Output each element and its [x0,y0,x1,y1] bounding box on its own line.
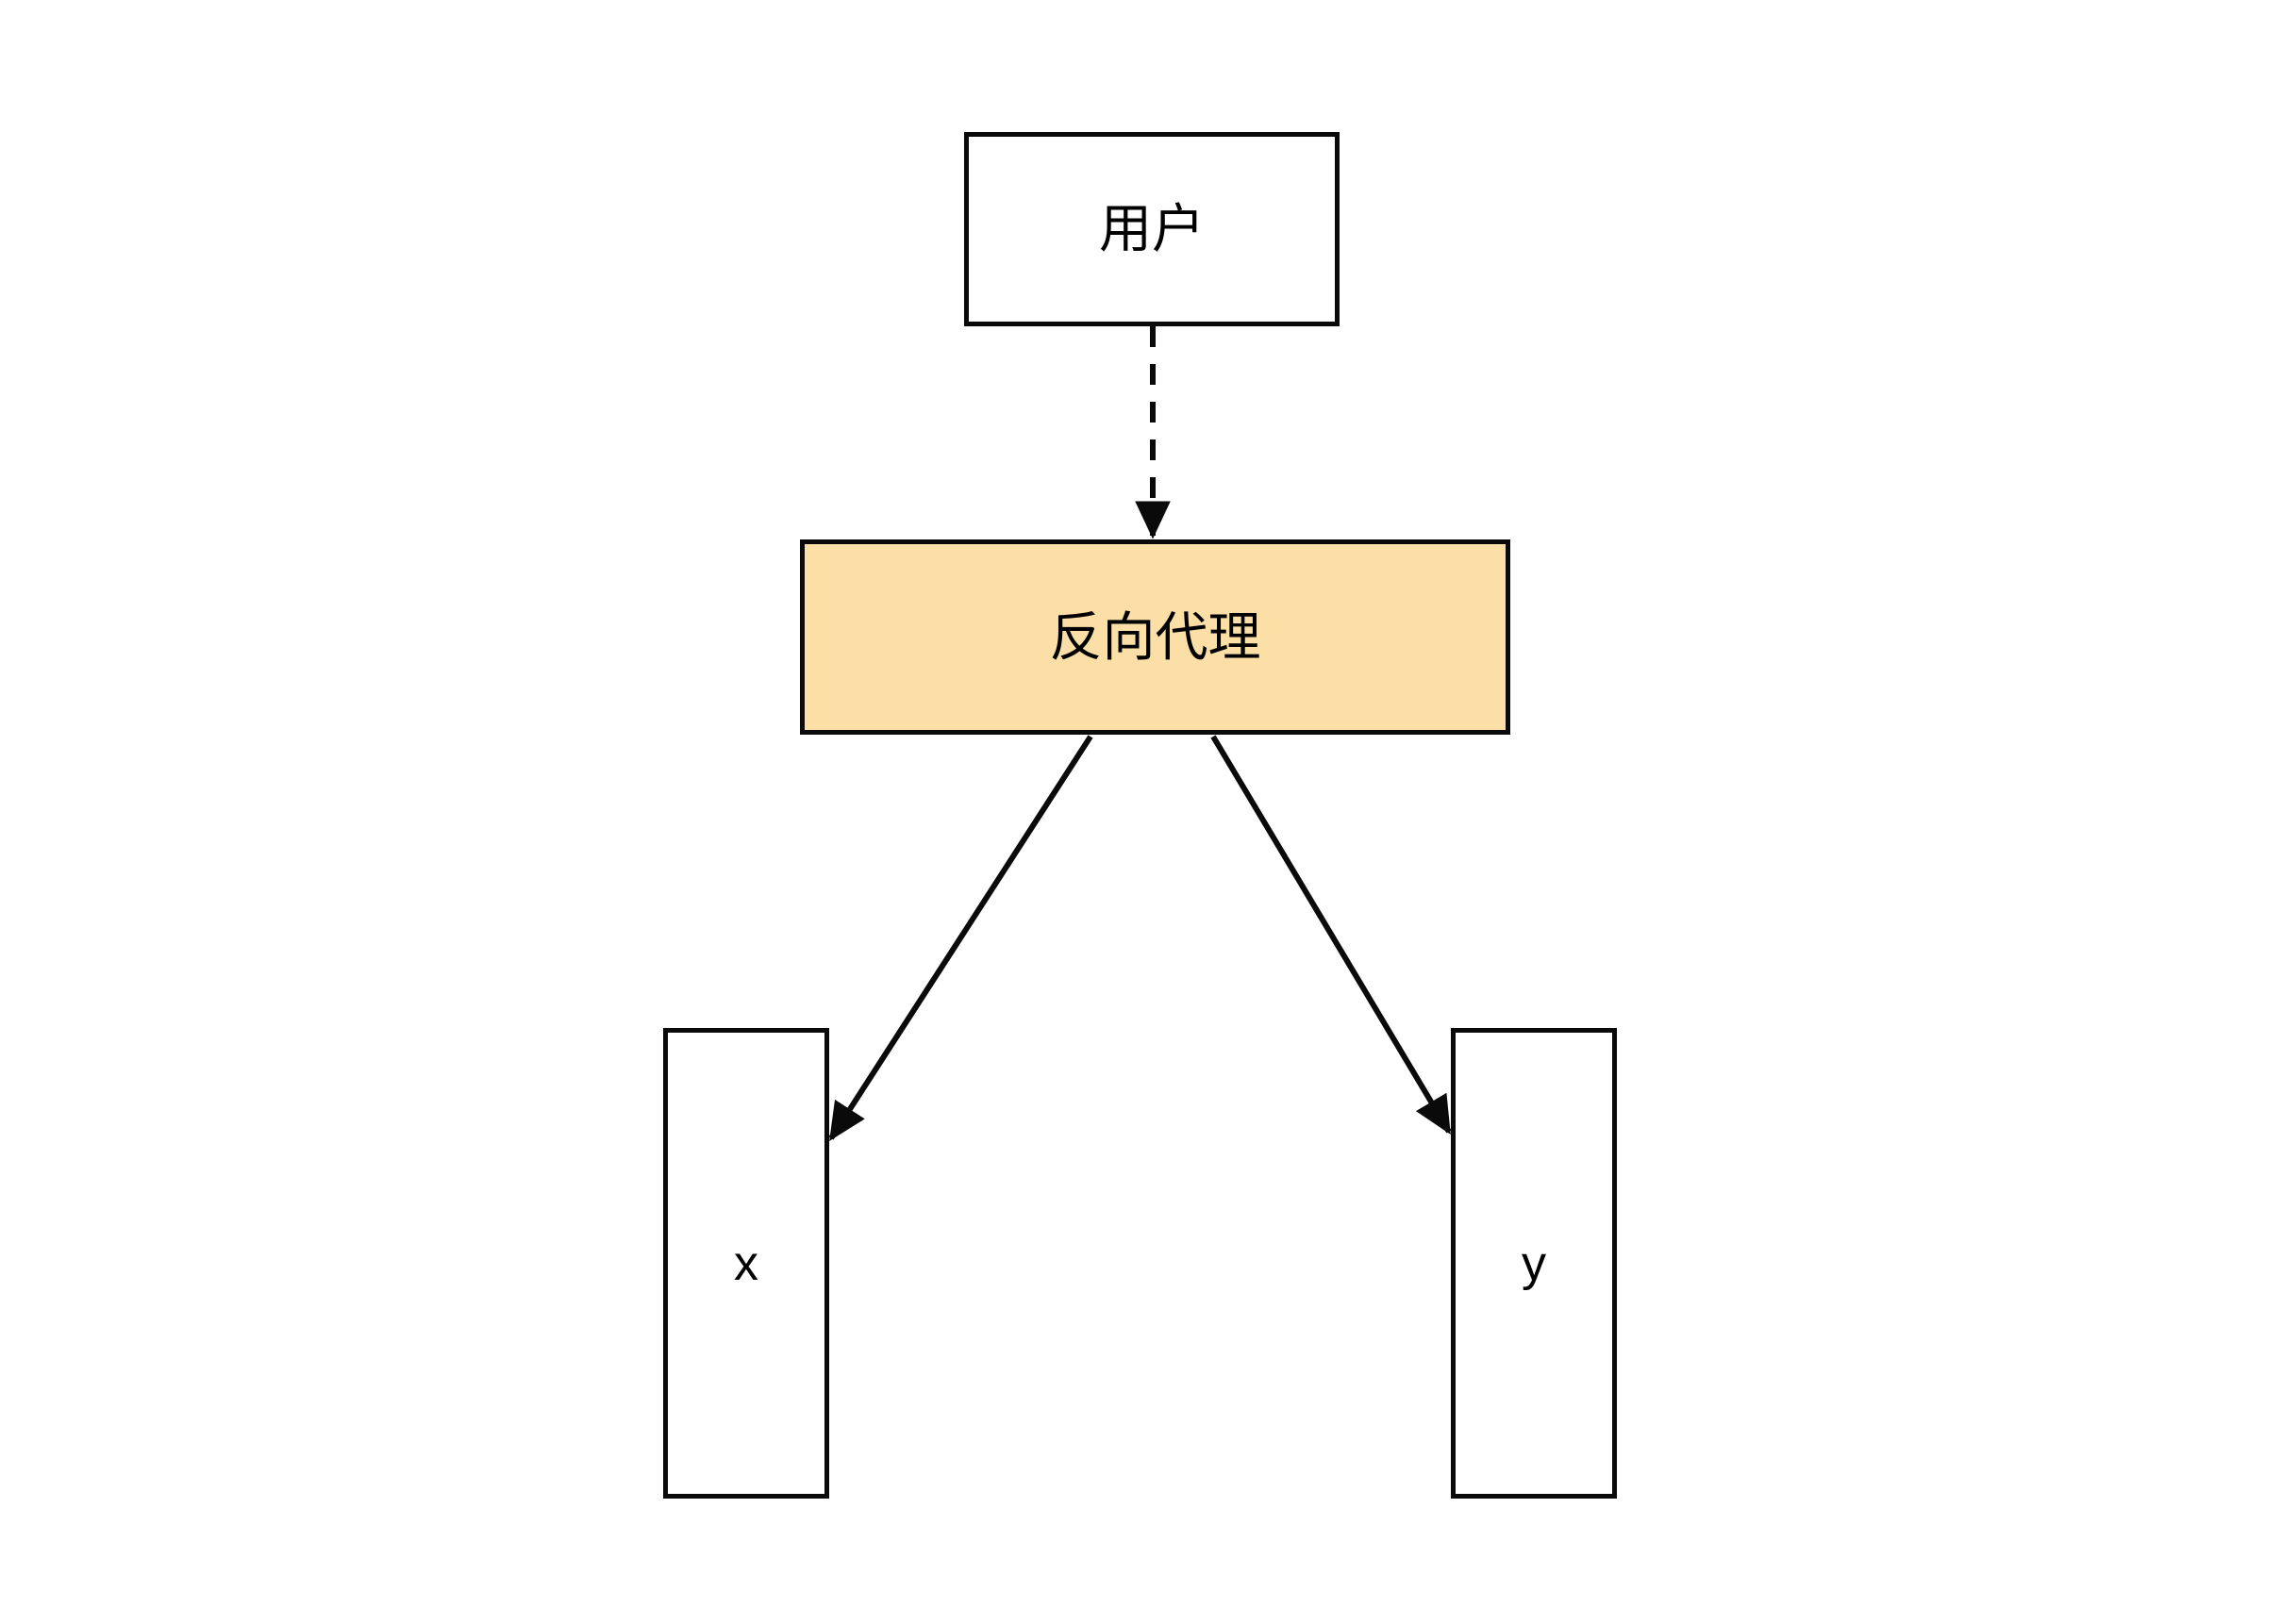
node-user[interactable]: 用户 [964,132,1340,326]
node-reverse-proxy-label: 反向代理 [1049,606,1261,667]
node-user-label: 用户 [1099,199,1205,258]
node-reverse-proxy[interactable]: 反向代理 [800,539,1510,735]
edge-proxy-to-x [828,735,1093,1141]
node-x-label: x [734,1235,758,1291]
node-x[interactable]: x [663,1028,829,1499]
edge-proxy-to-y [1210,735,1452,1135]
node-y[interactable]: y [1451,1028,1617,1499]
node-y-label: y [1522,1235,1546,1291]
